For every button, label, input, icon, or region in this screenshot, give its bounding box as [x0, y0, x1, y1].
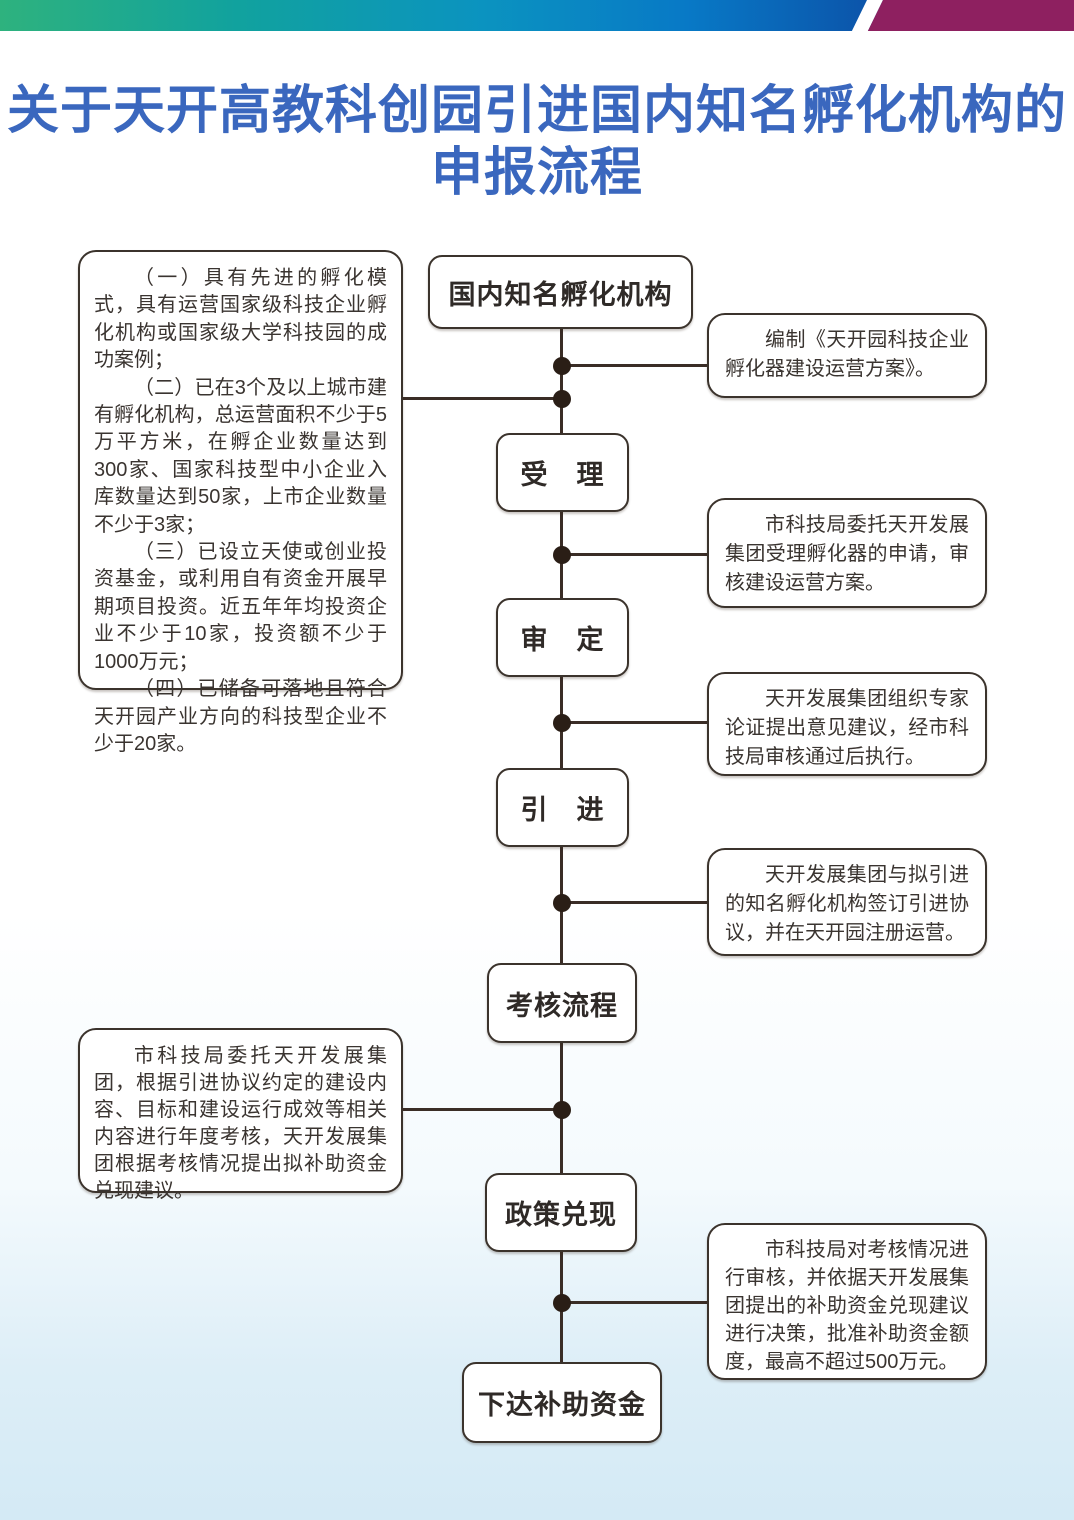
- connector-horizontal: [561, 553, 707, 556]
- flow-step-label: 政策兑现: [505, 1200, 617, 1230]
- connector-horizontal: [403, 397, 561, 400]
- page-title-line-1: 关于天开高教科创园引进国内知名孵化机构的: [6, 82, 1067, 140]
- connector-horizontal: [561, 901, 707, 904]
- note-acceptance: 市科技局委托天开发展集团受理孵化器的申请，审核建设运营方案。: [707, 498, 987, 608]
- criteria-note-text: （一）具有先进的孵化模式，具有运营国家级科技企业孵化机构或国家级大学科技园的成功…: [80, 252, 401, 771]
- junction-dot: [553, 357, 571, 375]
- magenta-accent: [867, 0, 1074, 31]
- flow-step-assessment: 考核流程: [487, 963, 637, 1043]
- flow-step-label: 受 理: [520, 460, 605, 490]
- connector-horizontal: [561, 721, 707, 724]
- criteria-note: （一）具有先进的孵化模式，具有运营国家级科技企业孵化机构或国家级大学科技园的成功…: [78, 250, 403, 755]
- note-expert-review-text: 天开发展集团组织专家论证提出意见建议，经市科技局审核通过后执行。: [725, 688, 969, 768]
- flow-step-incubator: 国内知名孵化机构: [428, 255, 693, 329]
- assessment-note: 市科技局委托天开发展集团，根据引进协议约定的建设内容、目标和建设运行成效等相关内…: [78, 1028, 403, 1202]
- flow-step-label: 国内知名孵化机构: [448, 279, 673, 310]
- junction-dot: [553, 1294, 571, 1312]
- flow-step-label: 审 定: [520, 625, 605, 655]
- criteria-item-2: （二）已在3个及以上城市建有孵化机构，总运营面积不少于5万平方米，在孵企业数量达…: [94, 376, 387, 536]
- junction-dot: [553, 1101, 571, 1119]
- page-title-line-2: 申报流程: [430, 144, 643, 202]
- note-expert-review: 天开发展集团组织专家论证提出意见建议，经市科技局审核通过后执行。: [707, 672, 987, 776]
- junction-dot: [553, 390, 571, 408]
- note-plan: 编制《天开园科技企业孵化器建设运营方案》。: [707, 313, 987, 398]
- top-bar: [0, 0, 1074, 31]
- criteria-item-1: （一）具有先进的孵化模式，具有运营国家级科技企业孵化机构或国家级大学科技园的成功…: [94, 267, 387, 372]
- note-decision: 市科技局对考核情况进行审核，并依据天开发展集团提出的补助资金兑现建议进行决策，批…: [707, 1223, 987, 1380]
- flow-step-policy: 政策兑现: [485, 1173, 637, 1252]
- flow-step-introduction: 引 进: [496, 768, 629, 847]
- assessment-note-text: 市科技局委托天开发展集团，根据引进协议约定的建设内容、目标和建设运行成效等相关内…: [94, 1045, 387, 1202]
- flow-step-acceptance: 受 理: [496, 433, 629, 512]
- flow-step-label: 考核流程: [506, 990, 618, 1021]
- flow-step-funding: 下达补助资金: [462, 1362, 662, 1443]
- note-plan-text: 编制《天开园科技企业孵化器建设运营方案》。: [725, 329, 969, 380]
- note-acceptance-text: 市科技局委托天开发展集团受理孵化器的申请，审核建设运营方案。: [725, 514, 969, 594]
- criteria-item-4: （四）已储备可落地且符合天开园产业方向的科技型企业不少于20家。: [94, 678, 387, 755]
- note-agreement: 天开发展集团与拟引进的知名孵化机构签订引进协议，并在天开园注册运营。: [707, 848, 987, 956]
- flow-step-review: 审 定: [496, 598, 629, 677]
- junction-dot: [553, 894, 571, 912]
- connector-vertical: [560, 329, 563, 433]
- page-title: 关于天开高教科创园引进国内知名孵化机构的 申报流程: [0, 80, 1074, 204]
- note-agreement-text: 天开发展集团与拟引进的知名孵化机构签订引进协议，并在天开园注册运营。: [725, 864, 969, 944]
- flow-step-label: 引 进: [520, 795, 605, 825]
- connector-horizontal: [403, 1108, 561, 1111]
- note-decision-text: 市科技局对考核情况进行审核，并依据天开发展集团提出的补助资金兑现建议进行决策，批…: [725, 1239, 969, 1373]
- criteria-item-3: （三）已设立天使或创业投资基金，或利用自有资金开展早期项目投资。近五年年均投资企…: [94, 541, 387, 673]
- connector-horizontal: [561, 1301, 707, 1304]
- junction-dot: [553, 714, 571, 732]
- junction-dot: [553, 546, 571, 564]
- flow-step-label: 下达补助资金: [478, 1390, 646, 1420]
- connector-horizontal: [561, 364, 707, 367]
